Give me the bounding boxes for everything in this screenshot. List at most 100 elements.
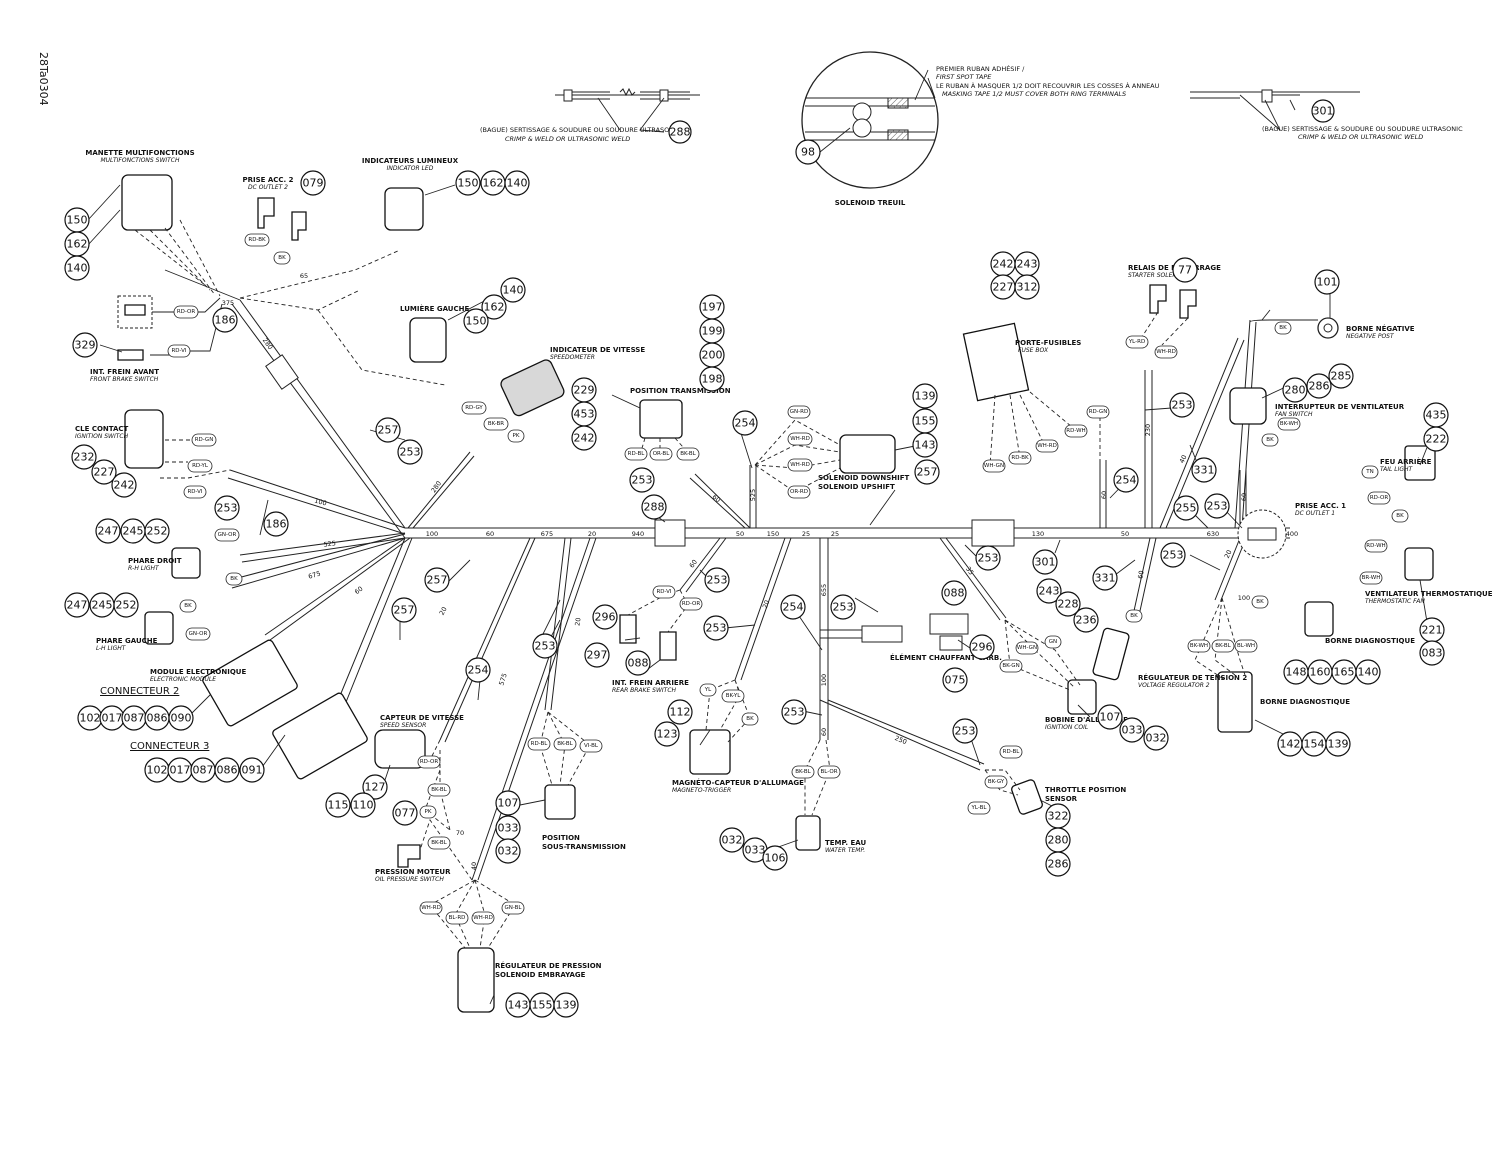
- wire-tags: RD-OR RD-VI RD-BK BK RD-GY BK-BR PK RD-G…: [167, 233, 1409, 925]
- svg-text:INT. FREIN AVANT: INT. FREIN AVANT: [90, 368, 159, 376]
- ref-bubble-107: 107: [1100, 711, 1121, 724]
- tag-rd-vi-3: RD-VI: [652, 585, 676, 599]
- tag-bk-wh-2: BK-WH: [1187, 639, 1211, 653]
- svg-text:525: 525: [323, 539, 336, 549]
- svg-text:400: 400: [1286, 530, 1298, 538]
- tag-gn: GN: [1044, 635, 1062, 649]
- svg-text:25: 25: [831, 530, 839, 538]
- svg-text:YL: YL: [704, 687, 712, 693]
- tag-vi-bl: VI-BL: [579, 739, 603, 753]
- ref-bubble-253: 253: [217, 502, 238, 515]
- tag-bk-8: BK: [1125, 609, 1143, 623]
- ref-bubble-circle: [592, 604, 618, 630]
- ref-bubble-circle: [1014, 274, 1040, 300]
- ref-bubble-285: 285: [1331, 370, 1352, 383]
- svg-text:20: 20: [573, 617, 582, 626]
- svg-text:REAR BRAKE SWITCH: REAR BRAKE SWITCH: [612, 687, 677, 694]
- ref-bubble-087: 087: [193, 764, 214, 777]
- tag-wh-rd-3: WH-RD: [1154, 345, 1178, 359]
- tag-gn-bl: BL-OR: [817, 765, 841, 779]
- tag-rd-vi-2: RD-VI: [183, 485, 207, 499]
- ref-bubble-circle: [914, 459, 940, 485]
- tag-rd-gn: RD-GN: [191, 433, 217, 447]
- svg-text:60: 60: [1240, 493, 1248, 501]
- svg-text:50: 50: [1121, 530, 1129, 538]
- ref-bubble-247: 247: [67, 599, 88, 612]
- ref-bubble-circle: [629, 467, 655, 493]
- ref-bubble-253: 253: [833, 601, 854, 614]
- tag-yl-rd: YL-RD: [1125, 335, 1149, 349]
- svg-text:OR-RD: OR-RD: [790, 489, 808, 495]
- ref-bubble-253: 253: [1207, 500, 1228, 513]
- ref-bubble-circle: [144, 518, 170, 544]
- svg-text:PORTE-FUSIBLES: PORTE-FUSIBLES: [1015, 339, 1081, 347]
- crimp-note-right-fr: (BAGUE) SERTISSAGE & SOUDURE OU SOUDURE …: [1262, 125, 1463, 133]
- ref-bubble-186: 186: [266, 518, 287, 531]
- ref-bubble-circle: [455, 170, 481, 196]
- ref-bubble-143: 143: [508, 999, 529, 1012]
- tag-rd-wh-2: RD-WH: [1364, 539, 1388, 553]
- svg-text:575: 575: [497, 672, 508, 686]
- svg-text:SOLENOID DOWNSHIFT: SOLENOID DOWNSHIFT: [818, 474, 910, 482]
- component-labels: MANETTE MULTIFONCTIONS MULTIFONCTIONS SW…: [75, 149, 1493, 979]
- tape-note-4: MASKING TAPE 1/2 MUST COVER BOTH RING TE…: [942, 90, 1126, 98]
- tag-rd-wh-1: RD-WH: [1064, 424, 1088, 438]
- ref-bubble-160: 160: [1310, 666, 1331, 679]
- tag-bl-or: BL-RD: [445, 911, 469, 925]
- ref-bubble-150: 150: [466, 315, 487, 328]
- ref-bubble-102: 102: [80, 712, 101, 725]
- ref-bubble-circle: [830, 594, 856, 620]
- svg-text:MULTIFONCTIONS SWITCH: MULTIFONCTIONS SWITCH: [100, 157, 180, 164]
- svg-text:PHARE DROIT: PHARE DROIT: [128, 557, 182, 565]
- svg-text:BORNE DIAGNOSTIQUE: BORNE DIAGNOSTIQUE: [1325, 637, 1415, 645]
- ref-bubble-090: 090: [171, 712, 192, 725]
- ref-bubble-circle: [64, 592, 90, 618]
- connector-3-title: CONNECTEUR 3: [130, 741, 209, 752]
- ref-bubble-circle: [391, 597, 417, 623]
- svg-text:BK-GN: BK-GN: [1002, 663, 1019, 669]
- svg-text:20: 20: [761, 599, 771, 610]
- svg-text:SPEEDOMETER: SPEEDOMETER: [550, 354, 595, 361]
- crimp-detail-right: (BAGUE) SERTISSAGE & SOUDURE OU SOUDURE …: [1190, 89, 1463, 141]
- svg-text:IGNITION COIL: IGNITION COIL: [1045, 724, 1088, 731]
- svg-text:DC OUTLET 1: DC OUTLET 1: [1295, 510, 1335, 517]
- svg-text:VOLTAGE REGULATOR 2: VOLTAGE REGULATOR 2: [1138, 682, 1210, 689]
- ref-bubble-140: 140: [507, 177, 528, 190]
- ref-bubble-088: 088: [944, 587, 965, 600]
- crimp-note-right-en: CRIMP & WELD OR ULTRASONIC WELD: [1298, 133, 1423, 141]
- ref-bubble-257: 257: [427, 574, 448, 587]
- ref-bubble-107: 107: [498, 797, 519, 810]
- ref-bubble-102: 102: [147, 764, 168, 777]
- tag-bk-5: BK: [1261, 433, 1279, 447]
- ref-bubble-086: 086: [217, 764, 238, 777]
- tag-bk-bl-2: BK-BL: [1211, 639, 1235, 653]
- ref-bubble-253: 253: [707, 574, 728, 587]
- ref-bubble-circle: [463, 308, 489, 334]
- ref-bubble-circle: [703, 615, 729, 641]
- ref-bubble-253: 253: [1172, 399, 1193, 412]
- ref-bubble-197: 197: [702, 301, 723, 314]
- svg-text:60: 60: [1100, 491, 1108, 499]
- ref-bubble-253: 253: [784, 706, 805, 719]
- tag-pk-2: PK: [419, 805, 437, 819]
- ref-bubble-circle: [667, 699, 693, 725]
- tape-note-2: FIRST SPOT TAPE: [936, 73, 992, 81]
- ref-bubble-435: 435: [1426, 409, 1447, 422]
- ref-bubble-243: 243: [1039, 585, 1060, 598]
- svg-text:40: 40: [470, 862, 478, 870]
- ref-bubble-circle: [465, 657, 491, 683]
- svg-text:BK: BK: [746, 716, 754, 722]
- ref-bubble-288: 288: [644, 501, 665, 514]
- svg-text:655: 655: [820, 584, 828, 596]
- ref-bubble-150: 150: [67, 214, 88, 227]
- svg-text:SPEED SENSOR: SPEED SENSOR: [380, 722, 426, 729]
- ref-bubble-circle: [699, 366, 725, 392]
- svg-text:LUMIÈRE GAUCHE: LUMIÈRE GAUCHE: [400, 304, 469, 313]
- ref-bubble-254: 254: [468, 664, 489, 677]
- svg-text:TEMP. EAU: TEMP. EAU: [825, 839, 866, 847]
- ref-bubble-circle: [481, 294, 507, 320]
- svg-text:RD-OR: RD-OR: [1370, 495, 1389, 501]
- solenoid-treuil-detail: PREMIER RUBAN ADHÉSIF / FIRST SPOT TAPE …: [795, 51, 1160, 207]
- svg-text:MANETTE MULTIFONCTIONS: MANETTE MULTIFONCTIONS: [85, 149, 194, 157]
